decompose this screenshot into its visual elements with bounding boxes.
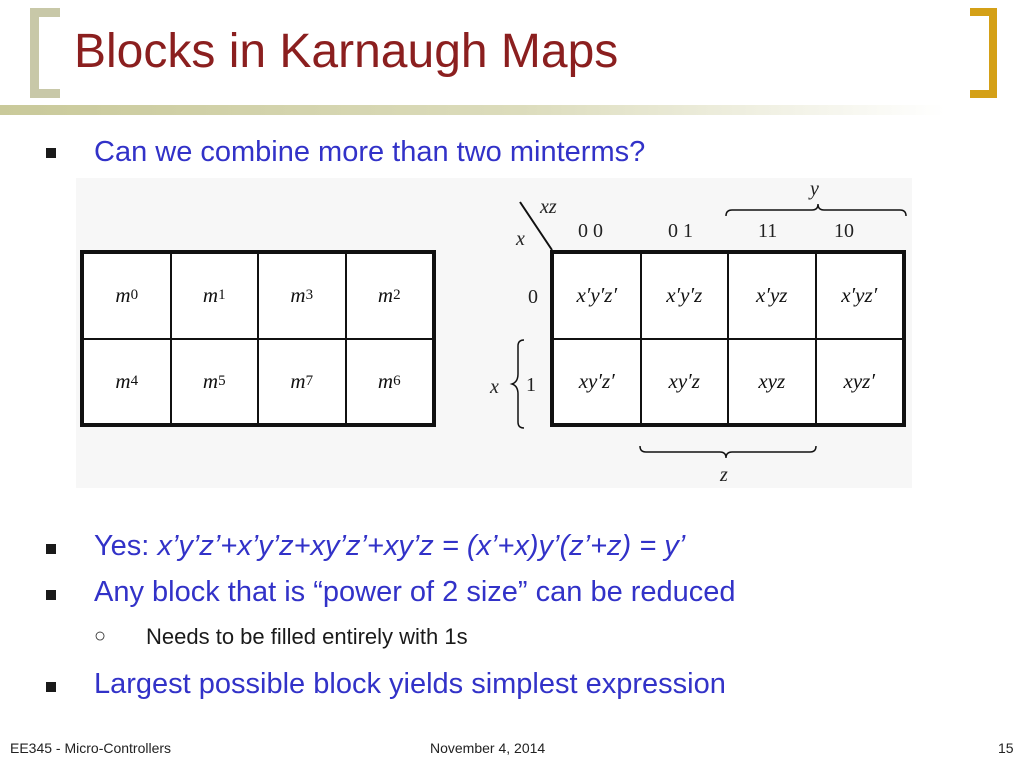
bullet-yes-prefix: Yes:: [94, 530, 158, 562]
kmap-terms: x′y′z′ x′y′z x′yz x′yz′ xy′z′ xy′z xyz x…: [550, 250, 906, 427]
col-header: 11: [758, 220, 778, 242]
footer-date: November 4, 2014: [430, 740, 546, 756]
kmap-cell: x′yz′: [815, 253, 903, 339]
kmap-cell: x′y′z: [640, 253, 728, 339]
title-bracket-left: [30, 8, 60, 98]
title-underline: [0, 105, 945, 115]
row-header: 0: [528, 286, 538, 308]
brace-label-z: z: [720, 464, 728, 486]
bullet-yes-expression: x’y’z’+x’y’z+xy’z’+xy’z = (x’+x)y’(z’+z)…: [157, 530, 686, 562]
corner-label-x: x: [516, 228, 525, 250]
bullet-marker: [46, 148, 56, 158]
kmap-cell: x′y′z′: [553, 253, 641, 339]
row-header: 1: [526, 374, 536, 396]
bottom-brace: [639, 445, 817, 459]
corner-diagonal: [519, 201, 553, 251]
brace-label-y: y: [810, 178, 819, 200]
bullet-largest-block: Largest possible block yields simplest e…: [94, 668, 726, 700]
bullet-question: Can we combine more than two minterms?: [94, 136, 646, 168]
kmap-cell: xy′z: [640, 338, 728, 424]
bullet-marker: [46, 682, 56, 692]
footer-course: EE345 - Micro-Controllers: [10, 740, 172, 756]
kmap-cell: xyz: [728, 338, 816, 424]
col-header: 10: [834, 220, 854, 242]
bullet-marker: [46, 544, 56, 554]
sub-bullet-marker: ○: [94, 625, 107, 647]
bullet-yes: Yes: x’y’z’+x’y’z+xy’z’+xy’z = (x’+x)y’(…: [94, 530, 685, 563]
kmap-cell: x′yz: [728, 253, 816, 339]
footer-page-number: 15: [998, 740, 1014, 756]
title-bracket-right: [970, 8, 997, 98]
sub-bullet-filled: Needs to be filled entirely with 1s: [146, 624, 468, 649]
kmap-annotations: [509, 201, 907, 459]
slide-title: Blocks in Karnaugh Maps: [74, 25, 619, 78]
bullet-power-of-two: Any block that is “power of 2 size” can …: [94, 576, 736, 608]
kmap-cell: xy′z′: [553, 338, 641, 424]
top-brace: [725, 203, 907, 217]
left-brace: [509, 339, 525, 429]
bullet-marker: [46, 590, 56, 600]
col-header: 0 1: [668, 220, 693, 242]
col-header: 0 0: [578, 220, 603, 242]
brace-label-x: x: [490, 376, 499, 398]
corner-label-xz: xz: [540, 196, 557, 218]
kmap-cell: xyz′: [815, 338, 903, 424]
